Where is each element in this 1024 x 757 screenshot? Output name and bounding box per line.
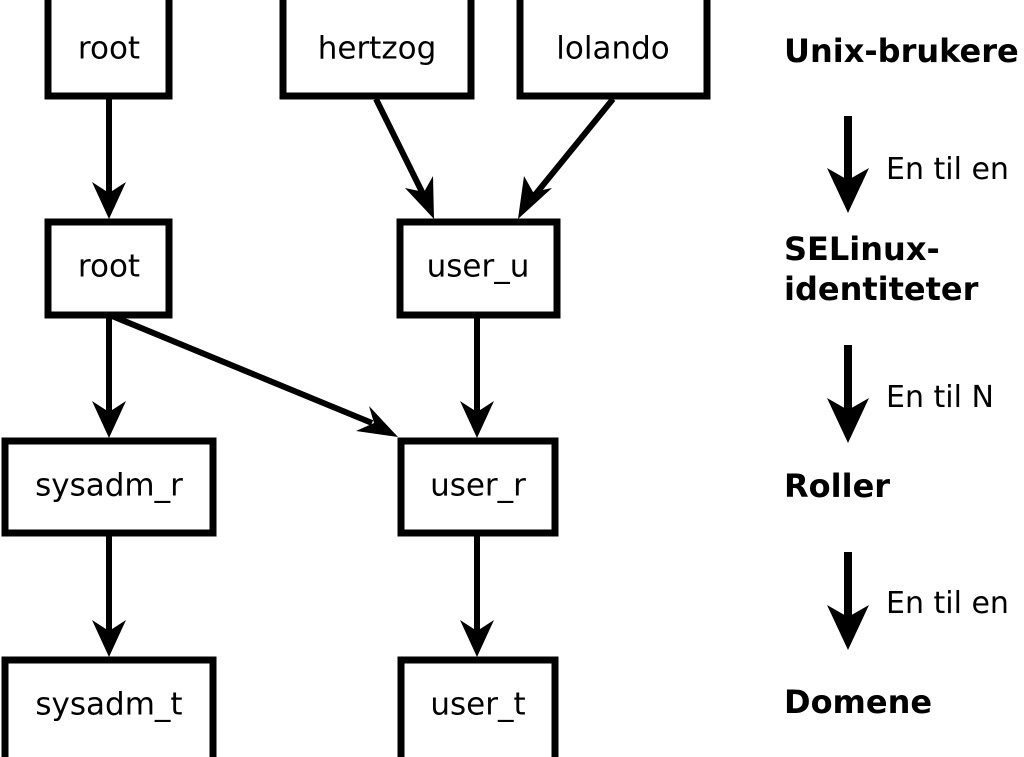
legend-arrow-one-to-one-a [827,116,869,213]
node-sysadm-t[interactable]: sysadm_t [1,656,217,757]
node-label-lolando: lolando [556,31,669,67]
node-user-t[interactable]: user_t [397,656,559,757]
legend-level-domains: Domene [784,683,932,721]
edge-userr-to-usert [460,536,494,657]
edge-root-to-seroot [92,99,126,219]
legend-relation-label-1: En til en [886,152,1009,187]
node-lolando[interactable]: lolando [516,0,711,100]
legend-arrow-one-to-one-b [827,552,869,650]
legend-relation-label-2: En til N [886,380,994,415]
node-sysadm-r[interactable]: sysadm_r [1,437,217,537]
edge-useru-to-userr [460,317,494,438]
legend-level-roles: Roller [784,467,890,505]
node-label-selinux-root: root [78,249,140,285]
node-user-r[interactable]: user_r [397,437,559,537]
legend-level-selinux-identities-line1: SELinux- [784,230,940,268]
legend-arrow-one-to-n [827,345,869,443]
node-hertzog[interactable]: hertzog [279,0,475,100]
legend-level-selinux-identities-line2: identiteter [784,270,979,308]
node-user-u[interactable]: user_u [396,218,561,319]
node-label-hertzog: hertzog [318,31,437,67]
node-selinux-root[interactable]: root [44,218,173,319]
edge-lolando-to-useru [518,97,616,219]
legend-relation-label-3: En til en [886,586,1009,621]
node-label-sysadm-t: sysadm_t [35,687,182,723]
legend-level-unix-users: Unix-brukere [784,32,1019,70]
node-label-unix-root: root [78,31,140,67]
node-unix-root[interactable]: root [44,0,173,100]
node-label-user-u: user_u [427,249,530,285]
node-label-sysadm-r: sysadm_r [35,468,183,504]
node-label-user-t: user_t [430,687,525,723]
edge-seroot-to-sysadmr [92,316,126,438]
edge-hertzog-to-useru [373,97,434,219]
node-label-user-r: user_r [430,468,526,504]
edge-seroot-to-userr [110,313,398,437]
edge-sysadmr-to-sysadmt [92,535,126,657]
